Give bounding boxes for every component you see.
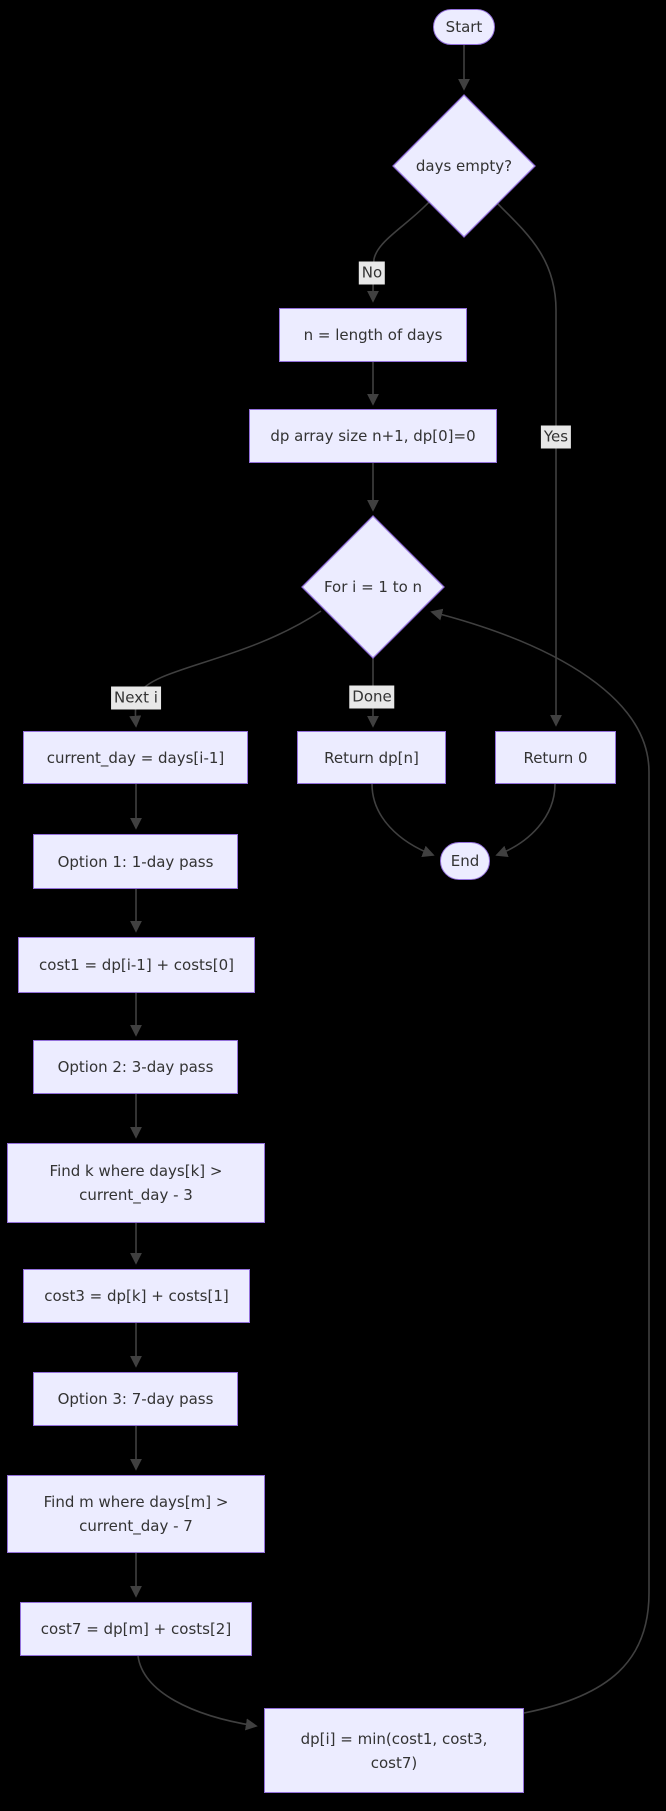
node-for-loop: For i = 1 to n	[323, 578, 423, 596]
node-dp-init: dp array size n+1, dp[0]=0	[249, 409, 497, 463]
edge-yes-daysempty-to-return0	[496, 202, 562, 727]
node-return-dpn: Return dp[n]	[297, 731, 446, 784]
node-return-0: Return 0	[495, 731, 616, 784]
edges-group	[129, 45, 650, 1731]
node-cost3: cost3 = dp[k] + costs[1]	[23, 1269, 250, 1323]
node-end: End	[440, 842, 490, 880]
node-dp-min: dp[i] = min(cost1, cost3, cost7)	[264, 1708, 524, 1793]
days-empty-diamond-shape	[392, 94, 536, 238]
edge-no-daysempty-to-nlength	[367, 199, 432, 303]
node-current-day: current_day = days[i-1]	[23, 731, 248, 784]
edge-return0-to-end	[495, 783, 556, 858]
node-option1: Option 1: 1-day pass	[33, 834, 238, 889]
node-cost7: cost7 = dp[m] + costs[2]	[20, 1602, 252, 1656]
node-option2: Option 2: 3-day pass	[33, 1040, 238, 1094]
edge-label-no: No	[358, 261, 386, 285]
node-cost1: cost1 = dp[i-1] + costs[0]	[18, 937, 255, 993]
edge-returndpn-to-end	[371, 783, 435, 857]
node-find-k: Find k where days[k] > current_day - 3	[7, 1143, 265, 1223]
edge-label-next-i: Next i	[111, 686, 161, 710]
edge-cost7-to-dpmin	[137, 1655, 258, 1731]
edge-nexti-forloop-to-currentday	[129, 610, 322, 728]
edge-loop-dpmin-to-forloop	[430, 608, 650, 1714]
edge-label-done: Done	[349, 685, 395, 709]
node-n-length: n = length of days	[279, 308, 467, 362]
for-loop-diamond-shape	[301, 515, 445, 659]
node-start: Start	[433, 9, 495, 45]
node-option3: Option 3: 7-day pass	[33, 1372, 238, 1426]
diamonds-group	[301, 94, 536, 659]
node-days-empty: days empty?	[415, 157, 513, 175]
edge-label-yes: Yes	[540, 425, 572, 449]
node-find-m: Find m where days[m] > current_day - 7	[7, 1475, 265, 1553]
